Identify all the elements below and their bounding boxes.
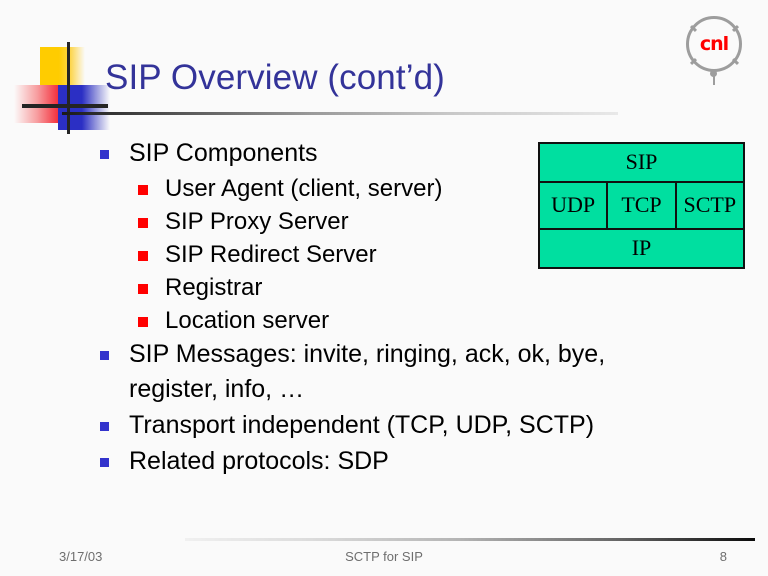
decoration-vertical-rule (67, 42, 70, 134)
bullet-text: Transport independent (TCP, UDP, SCTP) (129, 411, 595, 439)
bullet-marker-icon (138, 251, 148, 261)
bullet-marker-icon (100, 351, 109, 360)
balloon-knot-icon (710, 70, 717, 77)
bullet-text: SIP Messages: invite, ringing, ack, ok, … (129, 340, 606, 403)
footer-page-number: 8 (719, 549, 727, 564)
bullet-item-level1: SIP Components (100, 136, 660, 171)
bullet-item-level2: SIP Proxy Server (138, 205, 660, 238)
bullet-marker-icon (100, 150, 109, 159)
stack-cell-tcp: TCP (606, 183, 674, 228)
bullet-item-level1: Related protocols: SDP (100, 444, 660, 479)
stack-row-transport: UDP TCP SCTP (540, 181, 743, 230)
bullet-text: SIP Redirect Server (165, 241, 377, 268)
bullet-marker-icon (100, 458, 109, 467)
bullet-marker-icon (100, 422, 109, 431)
stack-row-application: SIP (540, 144, 743, 181)
bullet-text: Registrar (165, 274, 263, 301)
stack-cell-sctp: SCTP (674, 183, 743, 228)
decoration-square-blue (58, 85, 110, 130)
logo-wordmark: cnl (699, 33, 729, 55)
decoration-square-yellow (40, 47, 85, 95)
stack-row-network: IP (540, 230, 743, 267)
bullet-marker-icon (138, 284, 148, 294)
cnl-logo: cnl (684, 16, 748, 88)
slide-title: SIP Overview (cont’d) (105, 58, 445, 97)
bullet-text: Related protocols: SDP (129, 447, 389, 475)
bullet-item-level1: SIP Messages: invite, ringing, ack, ok, … (100, 337, 660, 407)
bullet-item-level2: SIP Redirect Server (138, 238, 660, 271)
stack-cell-ip: IP (631, 235, 652, 260)
bullet-marker-icon (138, 218, 148, 228)
decoration-square-red (14, 85, 66, 123)
bullet-marker-icon (138, 317, 148, 327)
footer-title: SCTP for SIP (345, 549, 423, 564)
footer-date: 3/17/03 (59, 549, 103, 564)
decoration-horizontal-rule (22, 104, 108, 108)
bullet-text: SIP Proxy Server (165, 208, 349, 235)
bullet-item-level2: Location server (138, 304, 660, 337)
bullet-text: User Agent (client, server) (165, 175, 443, 202)
bullet-item-level1: Transport independent (TCP, UDP, SCTP) (100, 408, 660, 443)
bullet-item-level2: User Agent (client, server) (138, 172, 660, 205)
stack-cell-sip: SIP (625, 149, 658, 174)
protocol-stack-diagram: SIP UDP TCP SCTP IP (538, 142, 745, 269)
bullet-marker-icon (138, 185, 148, 195)
footer-divider (185, 538, 755, 541)
balloon-string-icon (713, 76, 715, 85)
stack-cell-udp: UDP (551, 192, 596, 217)
bullet-item-level2: Registrar (138, 271, 660, 304)
title-underline (62, 112, 618, 115)
bullet-text: Location server (165, 307, 330, 334)
bullet-text: SIP Components (129, 139, 318, 167)
